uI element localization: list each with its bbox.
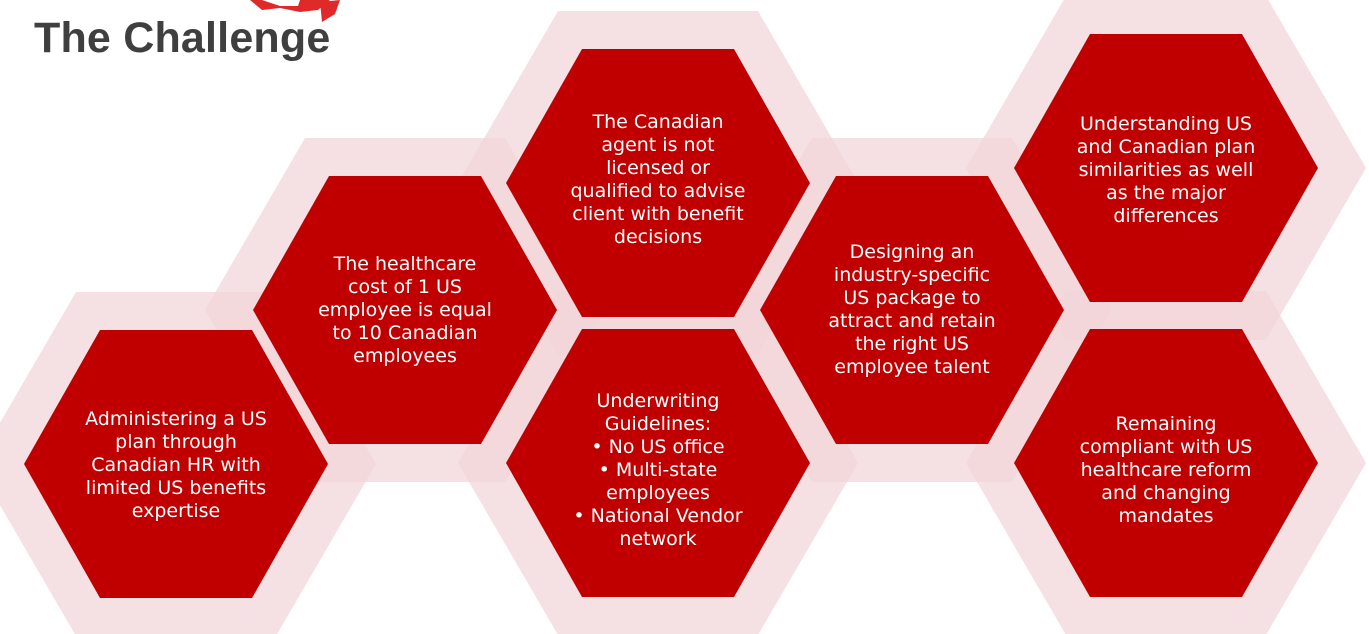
hexagon-5 — [760, 176, 1064, 444]
hexagon-text-line: employees — [353, 344, 457, 367]
hexagon-text-line: The healthcare — [333, 252, 477, 275]
hexagon-text-line: industry-specific — [833, 264, 991, 286]
hexagon-text-line: qualified to advise — [570, 180, 746, 202]
hexagon-text-line: Designing an — [849, 241, 975, 263]
bullet-text: National Vendor — [590, 504, 743, 527]
bullet-text: employees — [606, 481, 710, 504]
hexagon-text-line: employee is equal — [318, 298, 492, 321]
bullet-item: employees — [606, 482, 710, 505]
hexagon-text-line: Canadian HR with — [91, 453, 261, 476]
bullet-item: network — [619, 528, 696, 551]
hexagon-text-line: agent is not — [601, 134, 715, 156]
hexagon-text-line: cost of 1 US — [348, 275, 462, 298]
hexagon-text-line: compliant with US — [1079, 435, 1253, 458]
bullet-text: Multi-state — [615, 458, 718, 481]
hexagon-text-line: plan through — [115, 430, 237, 453]
hexagon-text-line: to 10 Canadian — [332, 321, 478, 344]
flag-graphic-corner — [250, 0, 340, 22]
hexagon-4 — [506, 329, 810, 597]
hexagon-text-line: and changing — [1101, 481, 1231, 504]
bullet-item: • Multi-state — [599, 459, 718, 482]
page-title: The Challenge — [34, 14, 331, 62]
hexagon-text-line: Underwriting — [596, 389, 720, 412]
hexagon-text-line: client with benefit — [572, 203, 744, 225]
hexagon-text-line: expertise — [131, 499, 221, 522]
bullet-text: network — [619, 527, 697, 550]
hexagon-text-line: US package to — [843, 287, 981, 309]
hexagon-2 — [253, 176, 557, 444]
hexagon-text-line: Understanding US — [1080, 112, 1252, 135]
hexagon-text-line: Guidelines: — [604, 412, 712, 435]
hexagon-text-line: Remaining — [1115, 412, 1217, 435]
hexagon-text-line: mandates — [1118, 504, 1214, 527]
hexagon-text-line: decisions — [613, 226, 703, 248]
hexagon-text-line: Administering a US — [85, 407, 267, 430]
hexagon-1 — [24, 330, 328, 598]
hexagon-text-line: as the major — [1106, 181, 1226, 204]
hexagon-text-line: similarities as well — [1078, 158, 1254, 181]
bullet-dot-icon: • — [598, 458, 616, 481]
hexagon-text-line: the right US — [855, 333, 969, 355]
bullet-text: No US office — [608, 435, 725, 458]
hexagon-3 — [506, 49, 810, 317]
hexagon-text-line: attract and retain — [828, 310, 996, 332]
hexagon-text-line: differences — [1113, 204, 1219, 227]
hexagon-6 — [1014, 34, 1318, 302]
hexagon-text-line: The Canadian — [592, 111, 724, 133]
hexagon-text-line: limited US benefits — [85, 476, 267, 499]
hexagon-text-line: licensed or — [606, 157, 710, 179]
bullet-item: • No US office — [591, 436, 724, 459]
bullet-dot-icon: • — [573, 504, 591, 527]
hexagon-7 — [1014, 329, 1318, 597]
bullet-dot-icon: • — [591, 435, 609, 458]
hexagon-text-line: and Canadian plan — [1076, 135, 1256, 158]
bullet-item: • National Vendor — [573, 505, 742, 528]
hexagon-text-line: employee talent — [834, 356, 990, 378]
hexagon-text-line: healthcare reform — [1080, 458, 1252, 481]
